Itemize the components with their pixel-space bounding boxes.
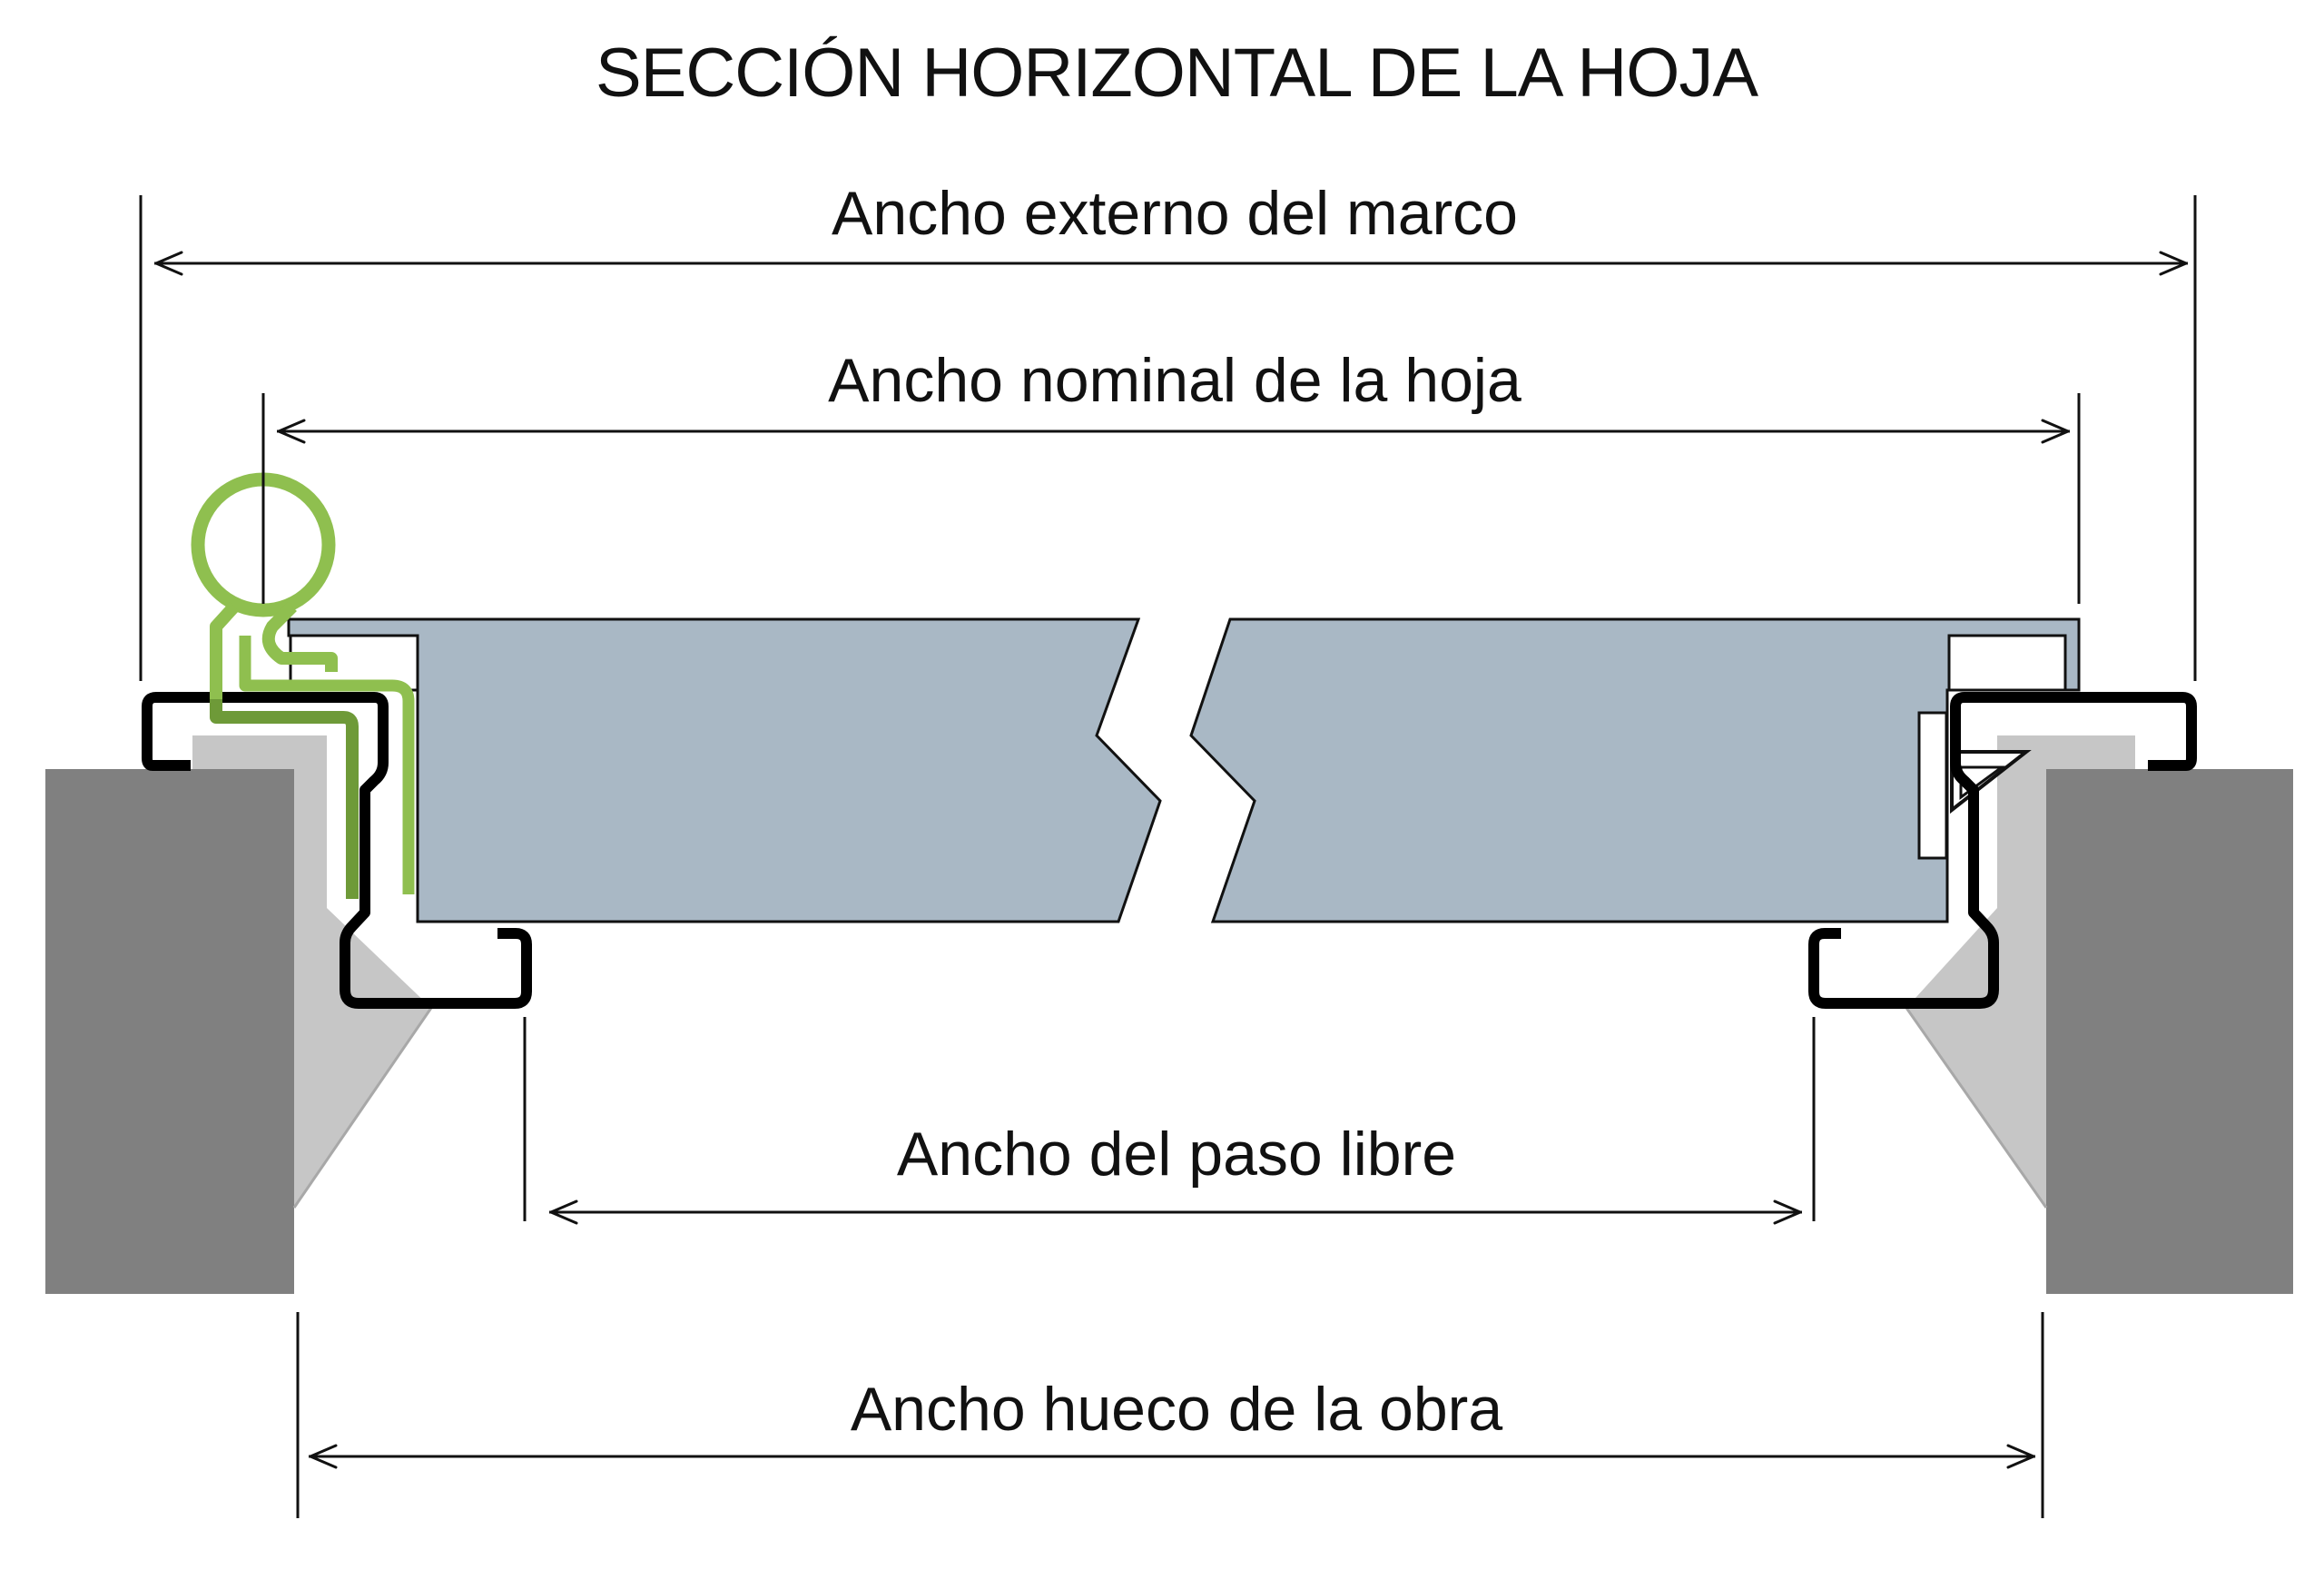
dimension-nominal-leaf-width: Ancho nominal de la hoja (261, 346, 2081, 604)
dimension-wall-opening-width: Ancho hueco de la obra (296, 1312, 2044, 1518)
label-clear-passage-width: Ancho del paso libre (897, 1120, 1456, 1189)
wall-left (45, 769, 294, 1294)
label-nominal-leaf-width: Ancho nominal de la hoja (828, 346, 1521, 415)
door-leaf-left-part (287, 617, 1162, 923)
wall-right (2046, 769, 2293, 1294)
dimension-external-frame-width: Ancho externo del marco (139, 179, 2197, 681)
hinge-icon (191, 472, 415, 899)
frame-trim-left (192, 735, 431, 1208)
frame-profile-left (142, 692, 532, 1009)
label-wall-opening-width: Ancho hueco de la obra (851, 1375, 1502, 1444)
frame-profile-right (1808, 692, 2197, 1009)
dimension-clear-passage-width: Ancho del paso libre (523, 1017, 1816, 1225)
frame-trim-edge-right (1905, 1007, 2048, 1209)
door-leaf-right-part (1189, 617, 2081, 923)
leaf-rebate-right (1947, 634, 2067, 692)
label-external-frame-width: Ancho externo del marco (832, 179, 1518, 248)
frame-trim-edge-left (292, 1007, 433, 1209)
diagram-title: SECCIÓN HORIZONTAL DE LA HOJA (596, 35, 1758, 112)
